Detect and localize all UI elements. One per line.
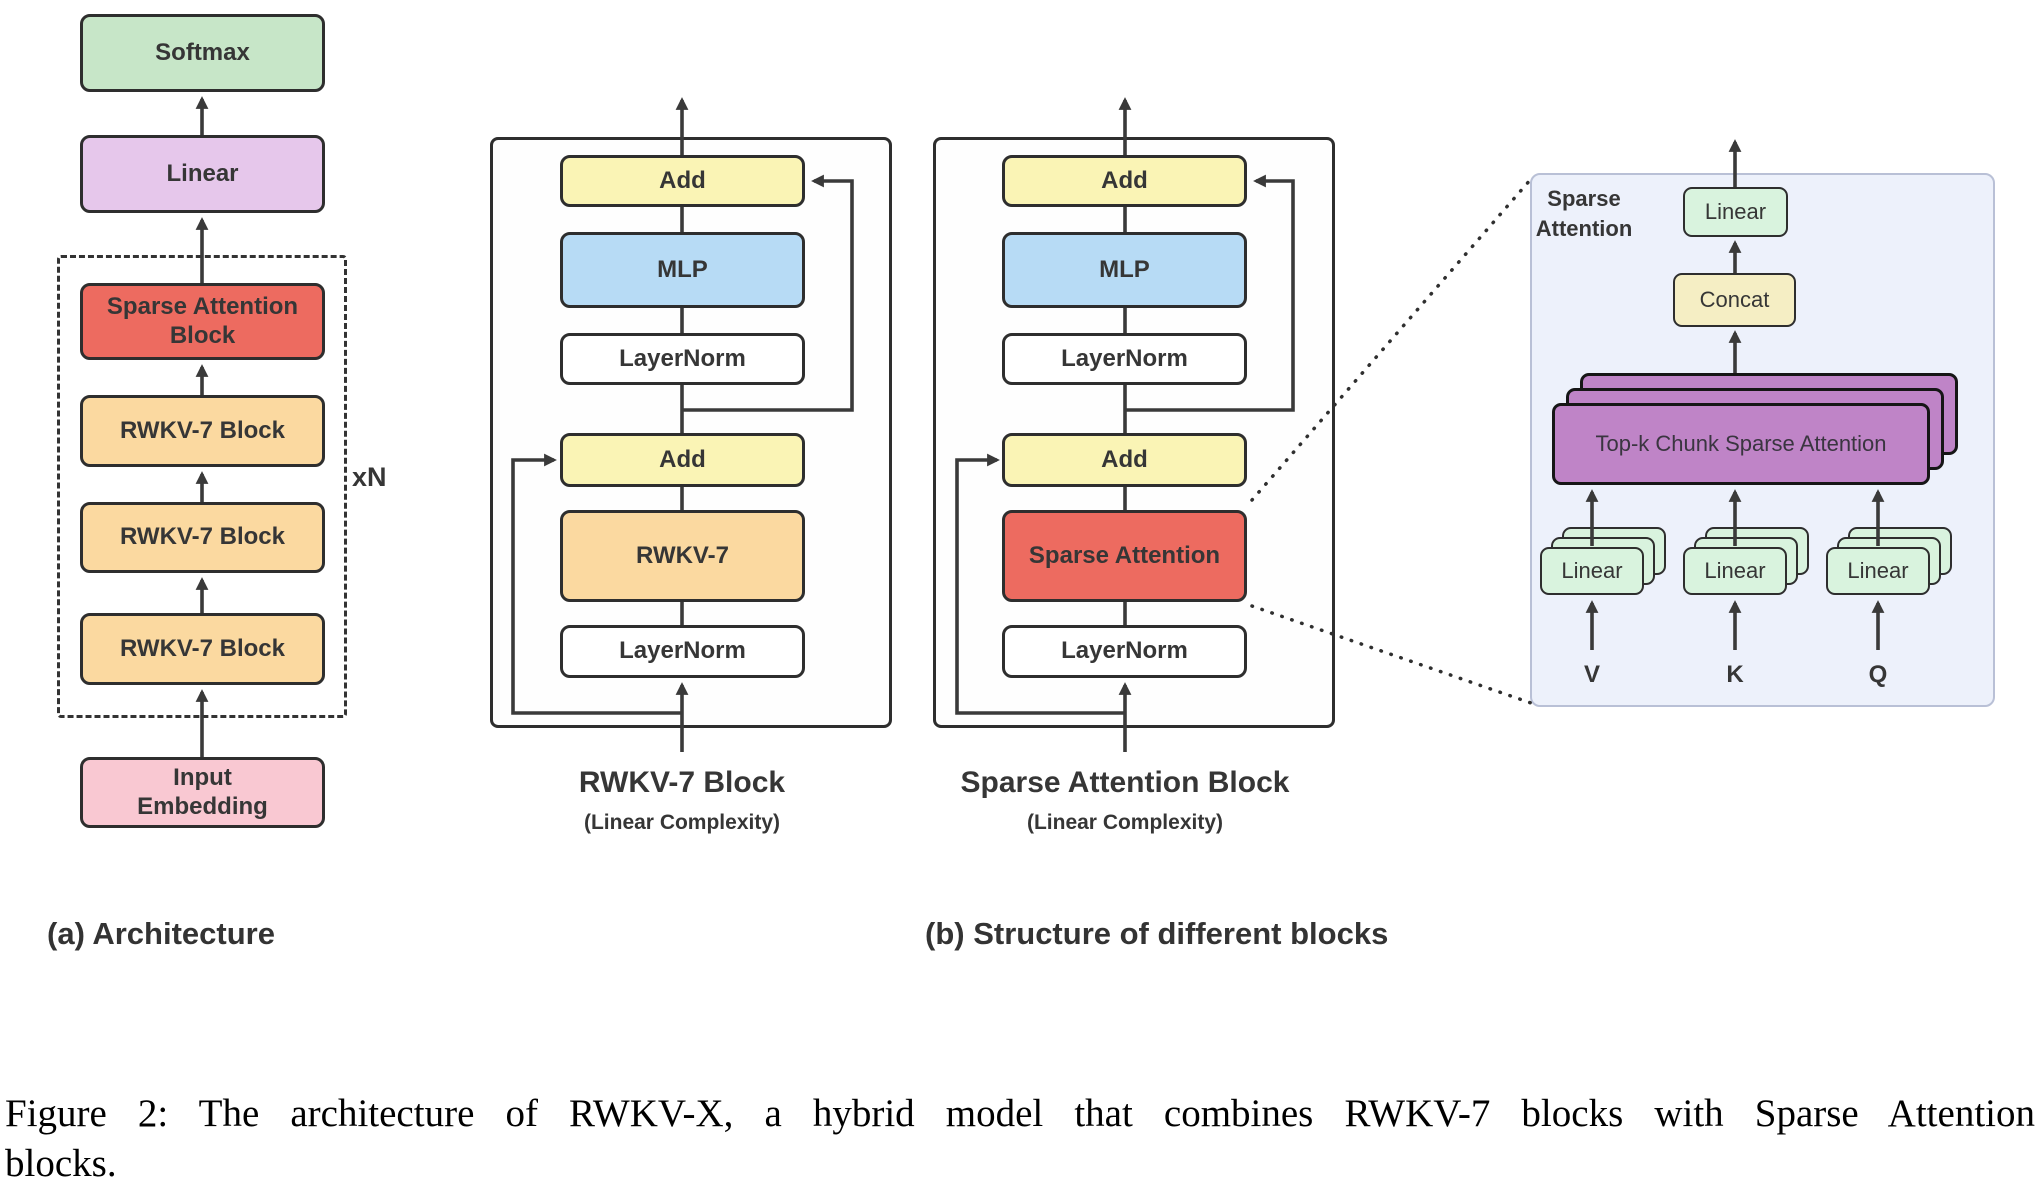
input-q-label: Q — [1868, 661, 1888, 688]
rwkv7-block-2-label: RWKV-7 Block — [120, 523, 285, 551]
sparse-attention-block-label: Sparse Attention Block — [106, 292, 299, 349]
rwkv7-add-top-label: Add — [659, 166, 706, 194]
rwkv7-block-3-label: RWKV-7 Block — [120, 634, 285, 662]
rwkv7-core-label: RWKV-7 — [636, 541, 729, 569]
rwkv7-mlp-label: MLP — [657, 255, 708, 283]
k-linear-card-front: Linear — [1683, 547, 1787, 595]
softmax-block: Softmax — [80, 14, 325, 92]
linear-label: Linear — [166, 159, 239, 187]
detail-output-linear-label: Linear — [1704, 198, 1767, 224]
rwkv7-layernorm-bottom: LayerNorm — [560, 625, 805, 678]
topk-attention-card-front: Top-k Chunk Sparse Attention — [1552, 403, 1930, 485]
rwkv7-layernorm-top-label: LayerNorm — [619, 344, 746, 372]
rwkv7-block-3: RWKV-7 Block — [80, 613, 325, 685]
k-linear-label: Linear — [1704, 557, 1766, 583]
sab-layernorm-top-label: LayerNorm — [1061, 344, 1188, 372]
rwkv7-block-2: RWKV-7 Block — [80, 502, 325, 573]
softmax-label: Softmax — [155, 38, 250, 66]
rwkv7-diagram-title: RWKV-7 Block — [578, 766, 786, 799]
panel-a-caption: (a) Architecture — [47, 916, 275, 951]
rwkv7-add-top: Add — [560, 155, 805, 207]
rwkv7-block-1-label: RWKV-7 Block — [120, 416, 285, 444]
rwkv7-core: RWKV-7 — [560, 510, 805, 602]
linear-block: Linear — [80, 135, 325, 213]
rwkv7-layernorm-top: LayerNorm — [560, 333, 805, 385]
sab-layernorm-bottom: LayerNorm — [1002, 625, 1247, 678]
q-linear-label: Linear — [1847, 557, 1909, 583]
input-v-label: V — [1583, 661, 1600, 688]
sab-layernorm-top: LayerNorm — [1002, 333, 1247, 385]
sab-layernorm-bottom-label: LayerNorm — [1061, 637, 1188, 665]
sab-diagram-title: Sparse Attention Block — [960, 766, 1290, 799]
sab-add-bottom-label: Add — [1101, 445, 1148, 473]
input-k-label: K — [1726, 661, 1744, 688]
sab-add-top-label: Add — [1101, 166, 1148, 194]
rwkv7-add-bottom: Add — [560, 433, 805, 487]
sparse-attention-block: Sparse Attention Block — [80, 283, 325, 360]
rwkv7-diagram-subtitle: (Linear Complexity) — [583, 811, 781, 834]
input-embedding-label: Input Embedding — [137, 763, 268, 820]
sab-add-bottom: Add — [1002, 433, 1247, 487]
q-linear-card-front: Linear — [1826, 547, 1930, 595]
rwkv7-mlp: MLP — [560, 232, 805, 308]
detail-panel-label: Sparse Attention — [1535, 186, 1633, 241]
sab-diagram-subtitle: (Linear Complexity) — [1026, 811, 1224, 834]
input-embedding-block: Input Embedding — [80, 757, 325, 828]
detail-concat: Concat — [1673, 273, 1796, 327]
panel-b-caption: (b) Structure of different blocks — [925, 916, 1389, 951]
sab-mlp-label: MLP — [1099, 255, 1150, 283]
detail-concat-label: Concat — [1699, 286, 1770, 312]
figure-caption-line1: Figure 2: The architecture of RWKV-X, a … — [5, 1092, 2035, 1135]
topk-attention-label: Top-k Chunk Sparse Attention — [1595, 431, 1887, 456]
sab-core-label: Sparse Attention — [1028, 541, 1221, 569]
detail-output-linear: Linear — [1683, 187, 1788, 237]
sab-core: Sparse Attention — [1002, 510, 1247, 602]
figure-caption: Figure 2: The architecture of RWKV-X, a … — [5, 1089, 2035, 1189]
rwkv7-add-bottom-label: Add — [659, 445, 706, 473]
rwkv7-layernorm-bottom-label: LayerNorm — [619, 637, 746, 665]
sab-add-top: Add — [1002, 155, 1247, 207]
v-linear-label: Linear — [1561, 557, 1623, 583]
figure-caption-line2: blocks. — [5, 1142, 117, 1185]
rwkv7-block-1: RWKV-7 Block — [80, 395, 325, 467]
repeat-count-label: xN — [352, 462, 387, 492]
sab-mlp: MLP — [1002, 232, 1247, 308]
v-linear-card-front: Linear — [1540, 547, 1644, 595]
